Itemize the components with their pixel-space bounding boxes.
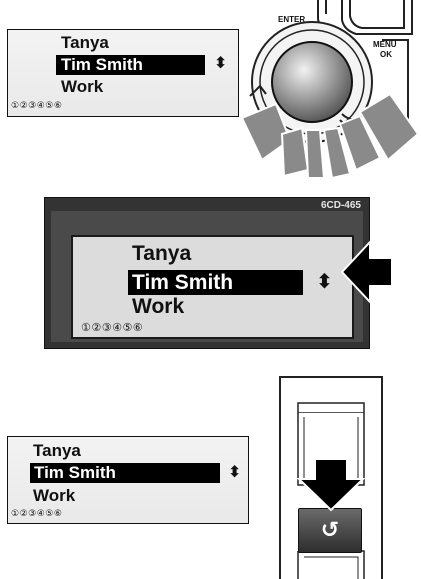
menu-label: MENU — [373, 40, 397, 49]
display-bezel: Tanya Tim Smith ⬍ Work ①②③④⑤⑥ — [51, 211, 363, 342]
up-down-arrow-icon: ⬍ — [214, 55, 228, 72]
back-button[interactable]: ↺ — [298, 508, 362, 553]
page-indicators: ①②③④⑤⑥ — [11, 508, 63, 518]
page-indicators: ①②③④⑤⑥ — [11, 100, 63, 110]
up-down-arrow-icon: ⬍ — [316, 271, 333, 293]
lcd-main-line-3: Work — [132, 295, 185, 318]
lcd-main-line-1: Tanya — [132, 242, 192, 265]
lcd-panel-top: Tanya Tim Smith ⬍ Work ①②③④⑤⑥ — [7, 29, 239, 117]
lcd-line-3: Work — [61, 77, 104, 96]
page-indicators: ①②③④⑤⑥ — [81, 322, 144, 334]
display-unit: 6CD-465 Tanya Tim Smith ⬍ Work ①②③④⑤⑥ — [44, 197, 370, 349]
lcd-line-2-selected[interactable]: Tim Smith — [30, 463, 220, 483]
up-down-arrow-icon: ⬍ — [228, 464, 242, 481]
lcd-line-1: Tanya — [33, 441, 81, 460]
controller-dial-illustration — [240, 0, 420, 180]
model-number: 6CD-465 — [320, 200, 361, 211]
pointer-arrow-left-icon — [340, 240, 393, 304]
lcd-main-line-2-selected[interactable]: Tim Smith — [128, 270, 303, 295]
lcd-panel-main: Tanya Tim Smith ⬍ Work ①②③④⑤⑥ — [71, 235, 354, 339]
pointer-arrow-down-icon — [297, 458, 365, 512]
enter-label: ENTER — [278, 15, 306, 24]
back-icon: ↺ — [320, 517, 340, 542]
ok-label: OK — [380, 50, 392, 59]
lcd-line-3: Work — [33, 486, 76, 505]
lcd-line-2-selected[interactable]: Tim Smith — [56, 55, 205, 75]
lcd-panel-bottom: Tanya Tim Smith ⬍ Work ①②③④⑤⑥ — [7, 436, 249, 524]
lcd-line-1: Tanya — [61, 33, 109, 52]
